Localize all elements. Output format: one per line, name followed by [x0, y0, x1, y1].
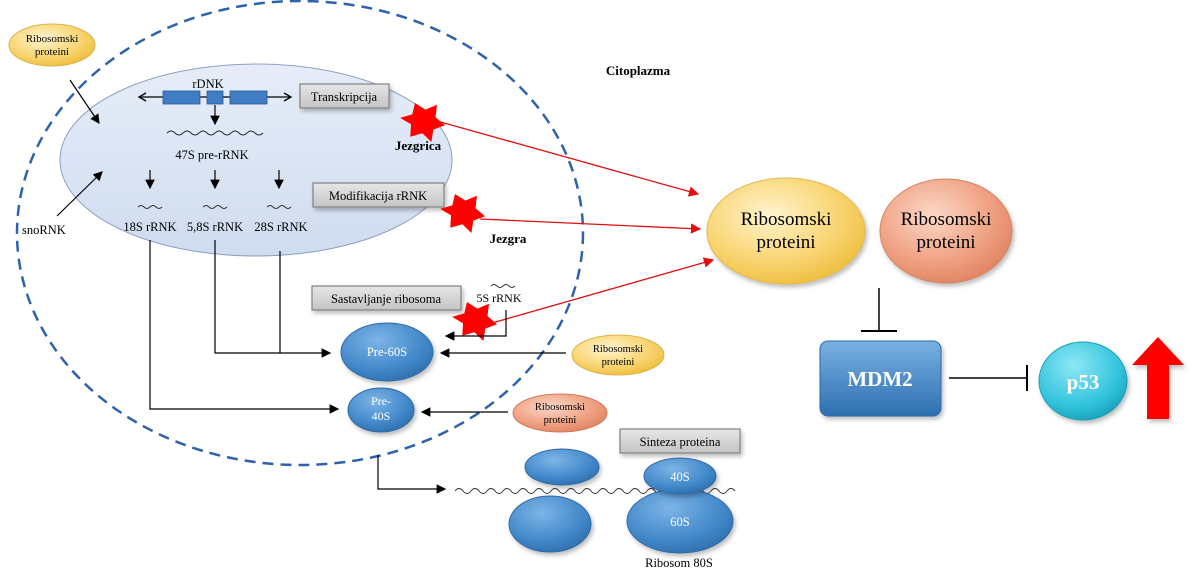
rdnk-segment-58s — [206, 90, 224, 105]
rrna-5s-wave — [490, 284, 516, 288]
pre-60s-particle — [340, 322, 434, 382]
p53-circle — [1038, 341, 1128, 421]
arrow-58s-to-pre60s — [214, 240, 332, 358]
stress-star-transcription — [400, 103, 445, 142]
red-arrow-assembly — [491, 257, 715, 324]
pre-60s-label: Pre-60S — [367, 345, 407, 359]
pre-rrna-47s-label: 47S pre-rRNK — [175, 148, 248, 162]
ribosomal-proteins-big-yellow — [706, 177, 866, 285]
mdm2-label: MDM2 — [847, 367, 912, 391]
subunit-40s-label: 40S — [670, 470, 690, 484]
ribosomal-proteins-top-left — [8, 23, 96, 67]
ribosomal-proteins-salmon-small-line2: proteini — [544, 415, 577, 426]
rdnk-segment-28s — [229, 90, 268, 105]
arrow-18s-to-pre40s — [149, 240, 340, 414]
ribosomal-proteins-big-salmon-line2: proteini — [916, 232, 975, 253]
rrna-58s-label: 5,8S rRNK — [187, 220, 243, 234]
ribosomal-proteins-yellow-small — [571, 334, 665, 376]
rrna-modification-box-label: Modifikacija rRNK — [329, 189, 427, 203]
p53-label: p53 — [1067, 370, 1100, 394]
rdnk-left-arrowhead — [137, 92, 147, 102]
stress-star-modification — [440, 194, 485, 233]
transcription-box-label: Transkripcija — [311, 90, 378, 104]
nucleus-label: Jezgra — [490, 231, 527, 246]
ribosomal-proteins-big-yellow-line1: Ribosomski — [741, 209, 832, 230]
rdnk-right-arrowhead — [283, 92, 293, 102]
arrow-export-to-translation — [377, 455, 447, 494]
ribosomal-proteins-big-salmon — [879, 178, 1013, 284]
ribosome-small-subunit-left — [524, 448, 600, 486]
ribosome-80s-label: Ribosom 80S — [645, 556, 713, 570]
ribosomal-proteins-big-salmon-line1: Ribosomski — [901, 209, 992, 230]
transcription-box — [299, 83, 390, 109]
ribosome-assembly-box-label: Sastavljanje ribosoma — [331, 292, 441, 306]
snorna-label: snoRNK — [22, 223, 66, 237]
rrna-18s-wave — [137, 205, 163, 209]
mdm2-box — [819, 340, 942, 417]
rrna-58s-wave — [202, 205, 228, 209]
rrna-28s-label: 28S rRNK — [254, 220, 307, 234]
rdnk-segment-18s — [162, 90, 201, 105]
protein-synthesis-box — [619, 428, 741, 454]
arrow-5s-to-pre60s — [444, 310, 507, 341]
pre-40s-label-line2: 40S — [372, 409, 391, 423]
rrna-28s-wave — [266, 205, 292, 209]
increase-arrow-icon — [1132, 337, 1184, 419]
rrna-18s-label: 18S rRNK — [123, 220, 176, 234]
rrna-modification-box — [312, 182, 445, 208]
ribosome-40s-subunit — [643, 457, 717, 495]
subunit-60s-label: 60S — [670, 515, 690, 529]
protein-synthesis-box-label: Sinteza proteina — [640, 435, 721, 449]
ribosomal-proteins-salmon-small-line1: Ribosomski — [535, 402, 585, 413]
pre-rrna-47s-wave — [166, 130, 264, 136]
ribosomal-proteins-top-left-line2: proteini — [35, 46, 69, 58]
ribosomal-proteins-top-left-line1: Ribosomski — [26, 33, 79, 45]
arrow-snorna-to-nucleolus — [56, 171, 103, 217]
pre-40s-label-line1: Pre- — [371, 394, 391, 408]
ribosomal-proteins-big-yellow-line2: proteini — [756, 232, 815, 253]
ribosomal-proteins-yellow-small-line1: Ribosomski — [593, 344, 643, 355]
red-arrow-modification — [479, 218, 702, 234]
nucleolus-label: Jezgrica — [395, 138, 442, 153]
ribosome-large-subunit-left — [508, 495, 592, 553]
ribosome-assembly-box — [311, 285, 462, 311]
rdnk-label: rDNK — [192, 77, 223, 91]
rrna-5s-label: 5S rRNK — [476, 291, 521, 305]
ribosomal-proteins-salmon-small — [512, 393, 608, 433]
pre-40s-particle — [347, 387, 415, 433]
cytoplasm-label: Citoplazma — [606, 63, 671, 78]
stress-star-assembly — [452, 302, 497, 341]
ribosomal-proteins-yellow-small-line2: proteini — [602, 357, 635, 368]
red-arrow-transcription — [436, 120, 700, 197]
nucleus-boundary — [15, 0, 585, 467]
arrow-proteins-to-nucleolus — [69, 79, 100, 124]
